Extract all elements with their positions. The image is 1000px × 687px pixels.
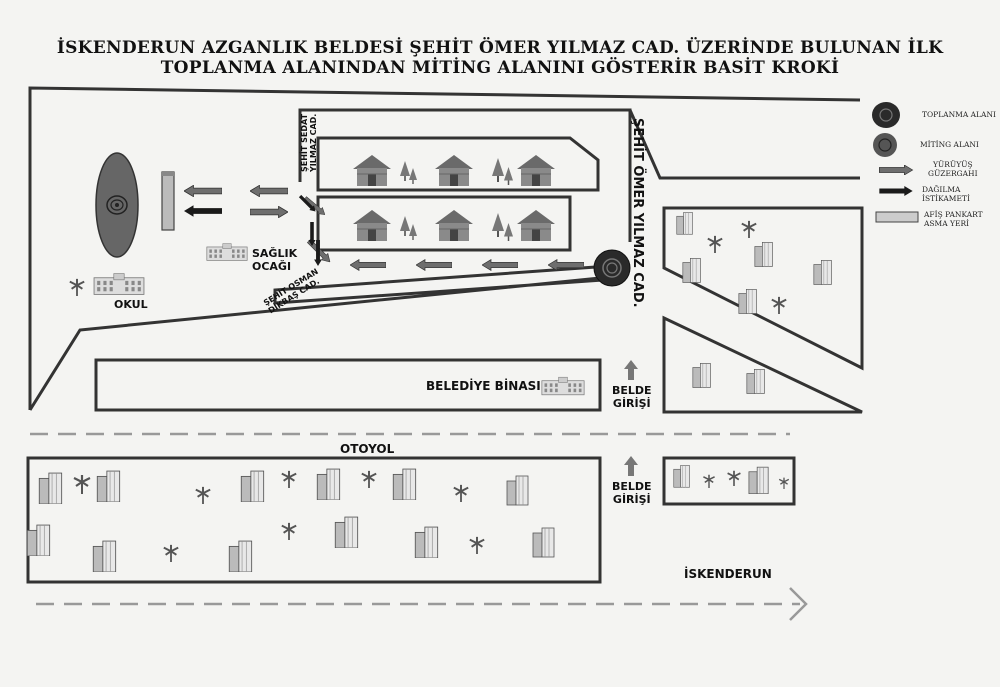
entry-arrow-top [624,360,638,380]
legend-disperse: DAĞILMA İSTİKAMETİ [922,185,970,203]
entry-label-top: BELDE GİRİŞİ [612,384,652,410]
legend-banner: AFİŞ PANKART ASMA YERİ [924,210,983,228]
school-label: OKUL [114,298,148,311]
gathering-area-marker [593,249,631,287]
rally-area-marker [95,152,139,258]
school-palm [68,277,86,297]
city-road-arrowhead [789,587,808,621]
map-title-line1: İSKENDERUN AZGANLIK BELDESİ ŞEHİT ÖMER Y… [56,38,944,58]
legend-symbols [872,102,919,223]
entry-label-bottom: BELDE GİRİŞİ [612,480,652,506]
municipality-building [541,376,585,396]
east-block-buildings [673,212,832,494]
south-block-buildings [26,468,555,572]
legend-gathering: TOPLANMA ALANI [922,110,996,119]
city-label: İSKENDERUN [684,567,772,581]
highway-label: OTOYOL [340,442,395,456]
legend-march: YÜRÜYÜŞ GÜZERGAHI [928,160,978,178]
school-building [93,273,145,295]
entry-arrow-bottom [624,456,638,476]
municipality-label: BELEDİYE BİNASI [426,379,541,393]
street-sedat-label: ŞEHİT SEDAT YILMAZ CAD. [300,113,318,172]
map-title-line2: TOPLANMA ALANINDAN MİTİNG ALANINI GÖSTER… [160,58,840,78]
health-center-label: SAĞLIK OCAĞI [252,247,298,273]
banner-spot [161,171,175,231]
health-center-building [206,243,248,261]
street-main-label: ŞEHİT ÖMER YILMAZ CAD. [630,118,645,308]
legend-rally: MİTİNG ALANI [920,140,979,149]
